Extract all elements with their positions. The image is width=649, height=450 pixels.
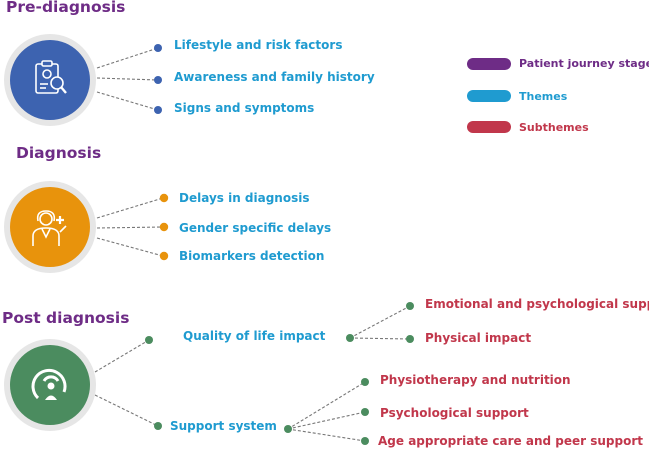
support-person-icon (31, 368, 67, 400)
legend-swatch-subthemes (467, 121, 511, 133)
connector-support-3 (287, 428, 366, 442)
post-dots (145, 302, 414, 445)
legend-swatch-themes (467, 90, 511, 102)
post-diagnosis-node (4, 339, 96, 431)
connector-support-2 (287, 411, 366, 430)
diag-theme-2: Gender specific delays (179, 221, 332, 235)
pre-theme-1: Lifestyle and risk factors (174, 38, 343, 52)
pre-theme-2: Awareness and family history (174, 70, 375, 84)
pre-theme-dot-2 (154, 76, 162, 84)
connector-diag-2 (96, 226, 164, 229)
support-subtheme-3: Age appropriate care and peer support (378, 434, 643, 448)
support-sub-dot-1 (361, 378, 369, 386)
support-sub-dot-2 (361, 408, 369, 416)
diagnosis-title: Diagnosis (16, 144, 102, 162)
pre-diagnosis-title: Pre-diagnosis (6, 0, 126, 16)
legend-label-themes: Themes (519, 90, 568, 103)
support-subtheme-1: Physiotherapy and nutrition (380, 373, 571, 387)
connector-pre-1 (96, 47, 159, 69)
diag-theme-dot-3 (159, 251, 169, 261)
support-subtheme-2: Psychological support (380, 406, 529, 420)
post-theme-quality: Quality of life impact (183, 329, 326, 343)
connector-diag-3 (96, 237, 164, 257)
diag-theme-dot-1 (159, 193, 169, 203)
support-hub-dot (284, 425, 292, 433)
support-sub-dot-3 (361, 437, 369, 445)
diag-theme-dots (159, 193, 169, 261)
post-theme-dot-quality (145, 336, 153, 344)
pre-diagnosis-node (4, 34, 96, 126)
legend-label-stage: Patient journey stage (519, 57, 649, 70)
connector-diag-1 (96, 197, 164, 219)
connector-support-1 (287, 381, 366, 430)
doctor-icon (32, 210, 67, 246)
diagnosis-circle (10, 187, 90, 267)
post-theme-dot-support (154, 422, 162, 430)
legend-label-subthemes: Subthemes (519, 121, 589, 134)
pre-theme-dot-1 (154, 44, 162, 52)
legend-swatch-stage (467, 58, 511, 70)
connector-pre-2 (96, 77, 159, 81)
connector-qol-1 (349, 305, 411, 339)
pre-theme-3: Signs and symptoms (174, 101, 315, 115)
connector-post-2 (94, 394, 159, 427)
diag-theme-3: Biomarkers detection (179, 249, 325, 263)
connector-pre-3 (96, 91, 159, 111)
pre-theme-dots (154, 44, 162, 114)
pre-diagnosis-circle (10, 40, 90, 120)
post-theme-support: Support system (170, 419, 277, 433)
connector-qol-2 (349, 337, 411, 340)
quality-sub-dot-2 (406, 335, 414, 343)
diagnosis-node (4, 181, 96, 273)
quality-sub-dot-1 (406, 302, 414, 310)
diag-theme-1: Delays in diagnosis (179, 191, 310, 205)
quality-hub-dot (346, 334, 354, 342)
post-diagnosis-title: Post diagnosis (2, 309, 130, 327)
connector-lines (94, 47, 411, 442)
pre-theme-dot-3 (154, 106, 162, 114)
connector-post-1 (94, 339, 150, 373)
clipboard-magnifier-icon (35, 60, 67, 94)
diag-theme-dot-2 (159, 222, 169, 232)
quality-subtheme-1: Emotional and psychological support (425, 297, 649, 311)
quality-subtheme-2: Physical impact (425, 331, 532, 345)
